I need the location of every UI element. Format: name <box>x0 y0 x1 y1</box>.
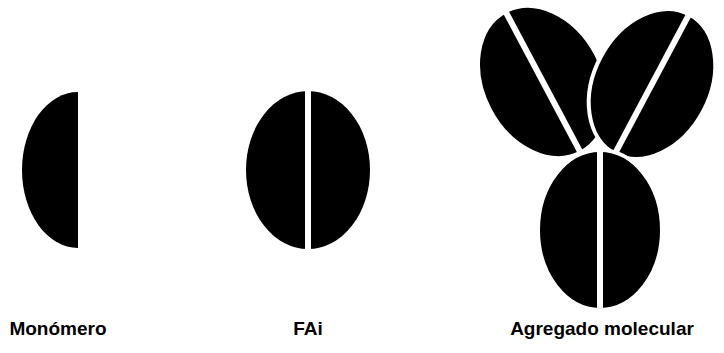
aggregate-shape <box>451 0 724 314</box>
shape-caption: Monómero <box>9 318 106 340</box>
split-gap <box>305 88 311 252</box>
split-gap <box>597 146 603 314</box>
shape-caption: Agregado molecular <box>510 318 694 340</box>
dimer-shape <box>246 88 370 252</box>
split-gap <box>504 8 583 156</box>
split-gap <box>613 10 692 158</box>
shape-caption: FAi <box>293 318 323 340</box>
monomer-shape <box>22 92 78 248</box>
aggregate-dimer <box>538 146 662 314</box>
